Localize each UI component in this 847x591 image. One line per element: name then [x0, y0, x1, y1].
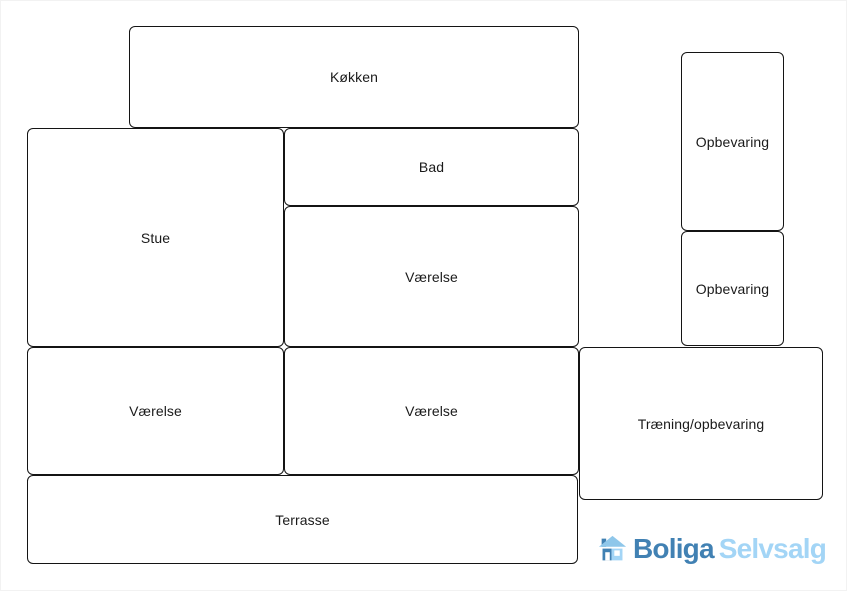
- room-label-stue: Stue: [140, 229, 171, 246]
- room-label-terrasse: Terrasse: [275, 511, 330, 528]
- room-traening-opbevaring: Træning/opbevaring: [579, 347, 823, 500]
- room-label-bad: Bad: [418, 159, 445, 175]
- logo-brand-text: Boliga: [633, 533, 715, 564]
- boliga-selvsalg-logo: Boliga Selvsalg: [598, 532, 827, 566]
- room-label-vaerelse-3: Værelse: [405, 403, 458, 419]
- house-icon: [598, 535, 627, 560]
- logo-suffix-text: Selvsalg: [718, 533, 827, 564]
- room-label-opbevaring-2: Opbevaring: [695, 280, 770, 297]
- room-opbevaring-2: Opbevaring: [681, 231, 784, 346]
- room-opbevaring-1: Opbevaring: [681, 52, 784, 231]
- room-terrasse: Terrasse: [27, 475, 578, 564]
- room-label-opbevaring-1: Opbevaring: [695, 133, 770, 150]
- room-vaerelse-1: Værelse: [284, 206, 579, 347]
- room-koekken: Køkken: [129, 26, 579, 128]
- room-bad: Bad: [284, 128, 579, 206]
- room-vaerelse-3: Værelse: [284, 347, 579, 475]
- room-stue: Stue: [27, 128, 284, 347]
- room-label-vaerelse-2: Værelse: [129, 403, 182, 419]
- room-vaerelse-2: Værelse: [27, 347, 284, 475]
- room-label-koekken: Køkken: [329, 69, 379, 85]
- room-label-vaerelse-1: Værelse: [405, 268, 458, 285]
- room-label-traening-opbevaring: Træning/opbevaring: [637, 415, 765, 432]
